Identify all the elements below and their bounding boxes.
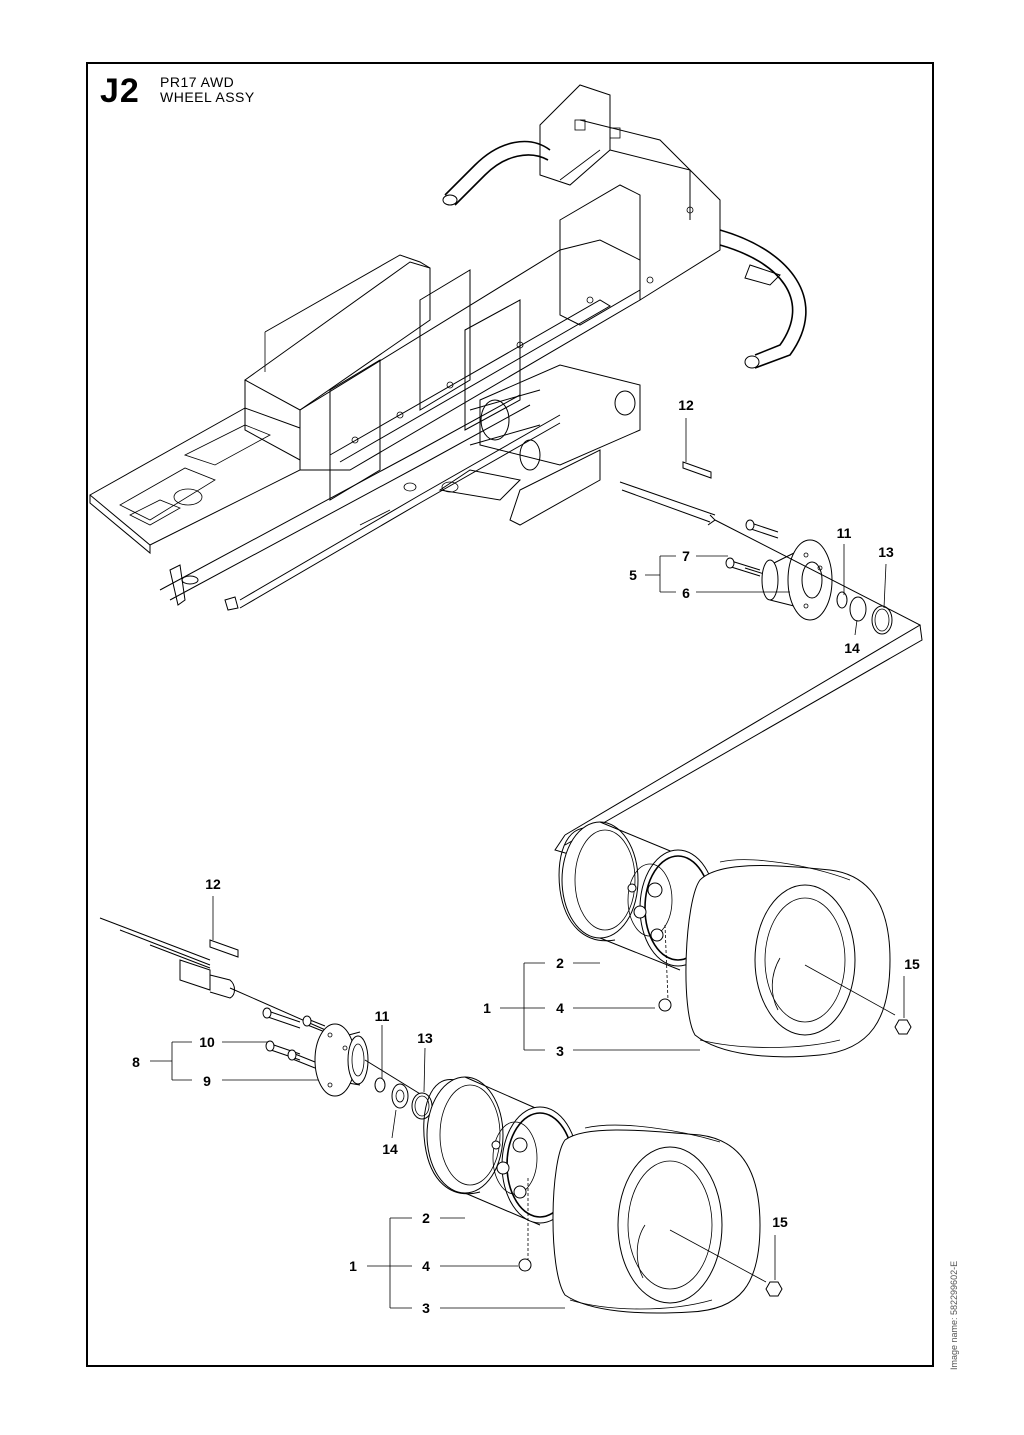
- key-12-lower: [209, 939, 239, 958]
- nut-15-upper: [894, 1019, 912, 1035]
- callout-2-upper: 2: [556, 955, 564, 971]
- callout-3-upper: 3: [556, 1043, 564, 1059]
- hub-6-upper: [761, 539, 833, 621]
- callout-6-upper: 6: [682, 585, 690, 601]
- bolts-10-lower: [262, 1007, 326, 1069]
- callout-14-lower: 14: [382, 1141, 398, 1157]
- callout-5-upper: 5: [629, 567, 637, 583]
- callout-14-upper: 14: [844, 640, 860, 656]
- upper-axle-assembly: [564, 461, 923, 846]
- callout-2-lower: 2: [422, 1210, 430, 1226]
- model-title: PR17 AWD: [160, 74, 235, 90]
- callout-15-upper: 15: [904, 956, 920, 972]
- nut-15-lower: [765, 1281, 783, 1297]
- callout-3-lower: 3: [422, 1300, 430, 1316]
- callout-10-lower: 10: [199, 1034, 215, 1050]
- callout-12-upper: 12: [678, 397, 694, 413]
- washer-11-lower: [374, 1077, 386, 1093]
- callout-4-upper: 4: [556, 1000, 564, 1016]
- callout-12-lower: 12: [205, 876, 221, 892]
- drawing-frame: [86, 62, 934, 1367]
- valve-4-lower: [518, 1258, 532, 1272]
- callout-1-lower: 1: [349, 1258, 357, 1274]
- lower-axle-assembly: [99, 917, 433, 1120]
- chassis-frame: [89, 84, 807, 611]
- assembly-title: WHEEL ASSY: [160, 89, 255, 105]
- callout-1-upper: 1: [483, 1000, 491, 1016]
- cap-14-upper: [849, 596, 867, 622]
- key-12-upper: [682, 461, 712, 479]
- callout-11-upper: 11: [837, 525, 852, 541]
- washer-11-upper: [836, 591, 848, 609]
- callout-13-upper: 13: [878, 544, 894, 560]
- section-code: J2: [100, 72, 140, 110]
- upper-wheel: [554, 821, 912, 1058]
- callout-numbers: 12 7 5 6 11 13 14 2 1 4 3 15 12 10 8 9 1…: [132, 397, 920, 1316]
- callout-9-lower: 9: [203, 1073, 211, 1089]
- leader-lines: [150, 418, 905, 1309]
- callout-11-lower: 11: [375, 1008, 390, 1024]
- callout-7-upper: 7: [682, 548, 690, 564]
- cap-14-lower: [391, 1083, 409, 1109]
- callout-15-lower: 15: [772, 1214, 788, 1230]
- callout-4-lower: 4: [422, 1258, 430, 1274]
- lower-wheel: [423, 1076, 783, 1314]
- callout-13-lower: 13: [417, 1030, 433, 1046]
- hub-9-lower: [314, 1023, 369, 1097]
- valve-4-upper: [658, 998, 672, 1012]
- callout-8-lower: 8: [132, 1054, 140, 1070]
